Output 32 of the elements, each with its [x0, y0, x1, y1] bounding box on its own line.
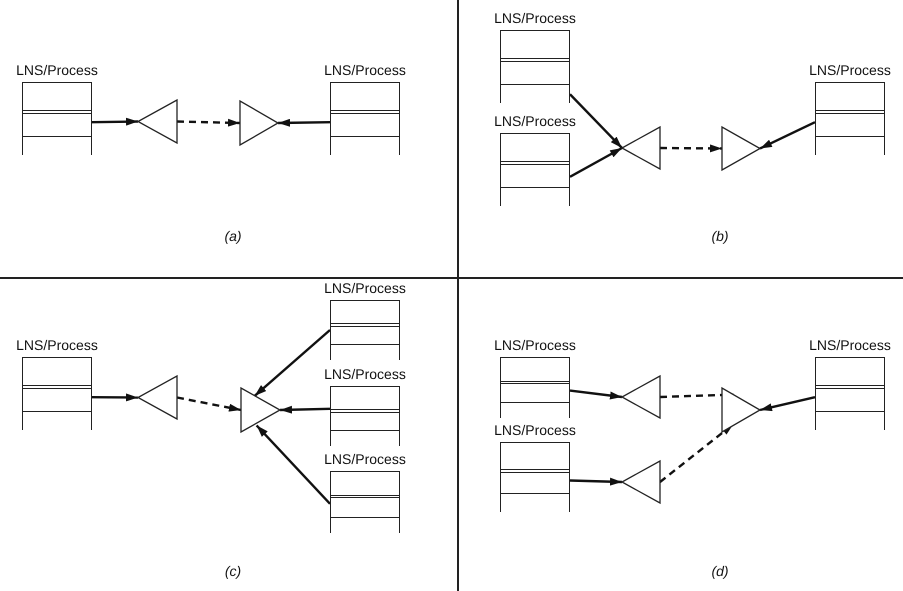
panel-caption: (d)	[711, 563, 729, 579]
arrow	[569, 146, 623, 178]
arrow	[256, 424, 331, 505]
arrow	[569, 93, 623, 149]
process-label: LNS/Process	[16, 62, 98, 78]
arrow	[570, 389, 622, 400]
arrow	[278, 118, 330, 127]
process-label: LNS/Process	[494, 10, 576, 26]
panel-caption: (c)	[224, 563, 242, 579]
process-label: LNS/Process	[494, 113, 576, 129]
process-label: LNS/Process	[16, 337, 98, 353]
process-label: LNS/Process	[809, 62, 891, 78]
process-label: LNS/Process	[324, 280, 406, 296]
arrow	[760, 396, 816, 412]
arrow	[176, 396, 242, 412]
arrow	[660, 391, 734, 399]
arrow	[570, 478, 622, 486]
arrow	[92, 393, 138, 402]
process-label: LNS/Process	[324, 366, 406, 382]
arrow	[176, 118, 240, 127]
panel-caption: (b)	[711, 228, 729, 244]
process-label: LNS/Process	[494, 337, 576, 353]
process-label: LNS/Process	[494, 422, 576, 438]
arrow	[660, 144, 722, 152]
arrow	[254, 329, 331, 397]
process-label: LNS/Process	[324, 62, 406, 78]
panel-caption: (a)	[224, 228, 242, 244]
process-label: LNS/Process	[324, 451, 406, 467]
arrow	[92, 118, 138, 126]
process-label: LNS/Process	[809, 337, 891, 353]
arrow	[759, 121, 816, 150]
arrow	[280, 406, 330, 414]
